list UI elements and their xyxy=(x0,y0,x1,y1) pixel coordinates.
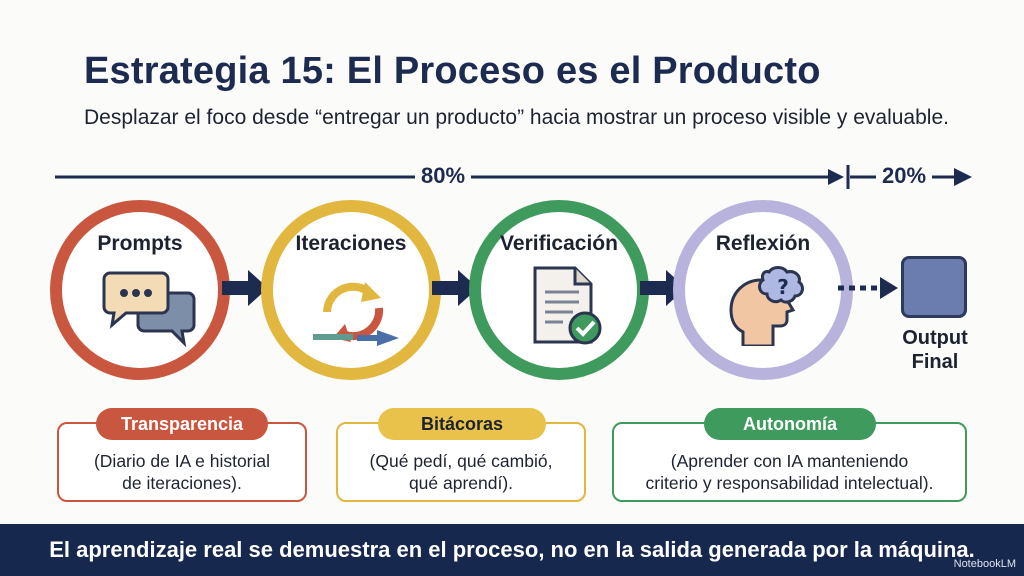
stage-label-prompts: Prompts xyxy=(97,232,183,255)
card-bitacoras-line2: qué aprendí). xyxy=(408,473,514,493)
timeline-lines xyxy=(55,165,972,189)
stage-label-reflexion: Reflexión xyxy=(715,232,811,255)
document-check-icon xyxy=(533,266,602,345)
flow-arrow-dotted xyxy=(838,277,898,299)
card-autonomia-line2: criterio y responsabilidad intelectual). xyxy=(645,473,934,493)
svg-text:?: ? xyxy=(777,275,789,299)
flow-arrow-1 xyxy=(222,270,268,306)
card-transparencia-line2: de iteraciones). xyxy=(122,473,242,493)
head-question-icon: ? xyxy=(729,266,804,346)
footer-text: El aprendizaje real se demuestra en el p… xyxy=(49,537,975,562)
stage-label-verificacion: Verificación xyxy=(500,232,618,255)
output-final-label: Output Final xyxy=(880,326,990,374)
stage-prompts: Prompts xyxy=(50,200,230,380)
stage-label-iteraciones: Iteraciones xyxy=(295,232,407,255)
card-autonomia-text: (Aprender con IA manteniendo criterio y … xyxy=(614,450,965,494)
tag-transparencia: Transparencia xyxy=(96,408,268,440)
stage-iteraciones: Iteraciones xyxy=(261,200,441,380)
output-final-box xyxy=(901,256,967,318)
tag-bitacoras: Bitácoras xyxy=(378,408,546,440)
process-timeline: 80% 20% xyxy=(0,155,1024,200)
timeline-label-20: 20% xyxy=(876,163,933,189)
card-autonomia-line1: (Aprender con IA manteniendo xyxy=(670,451,909,471)
timeline-label-80: 80% xyxy=(415,163,472,189)
page-subtitle: Desplazar el foco desde “entregar un pro… xyxy=(84,106,949,129)
page-title: Estrategia 15: El Proceso es el Producto xyxy=(84,50,821,92)
stage-verificacion: Verificación xyxy=(469,200,649,380)
card-autonomia: (Aprender con IA manteniendo criterio y … xyxy=(612,422,967,502)
card-bitacoras-line1: (Qué pedí, qué cambió, xyxy=(369,451,553,471)
flow-arrow-2 xyxy=(432,270,478,306)
cycle-arrows-icon xyxy=(313,282,399,346)
chat-bubbles-icon xyxy=(102,271,196,347)
stage-reflexion: Reflexión ? xyxy=(673,200,853,380)
card-bitacoras-text: (Qué pedí, qué cambió, qué aprendí). xyxy=(338,450,584,494)
output-label-line1: Output xyxy=(902,327,968,349)
card-bitacoras: (Qué pedí, qué cambió, qué aprendí). xyxy=(336,422,586,502)
tag-autonomia: Autonomía xyxy=(704,408,876,440)
card-transparencia-line1: (Diario de IA e historial xyxy=(93,451,271,471)
footer-banner: El aprendizaje real se demuestra en el p… xyxy=(0,524,1024,576)
output-label-line2: Final xyxy=(911,351,959,373)
notebooklm-watermark: NotebookLM xyxy=(953,558,1016,570)
card-transparencia-text: (Diario de IA e historial de iteraciones… xyxy=(59,450,305,494)
